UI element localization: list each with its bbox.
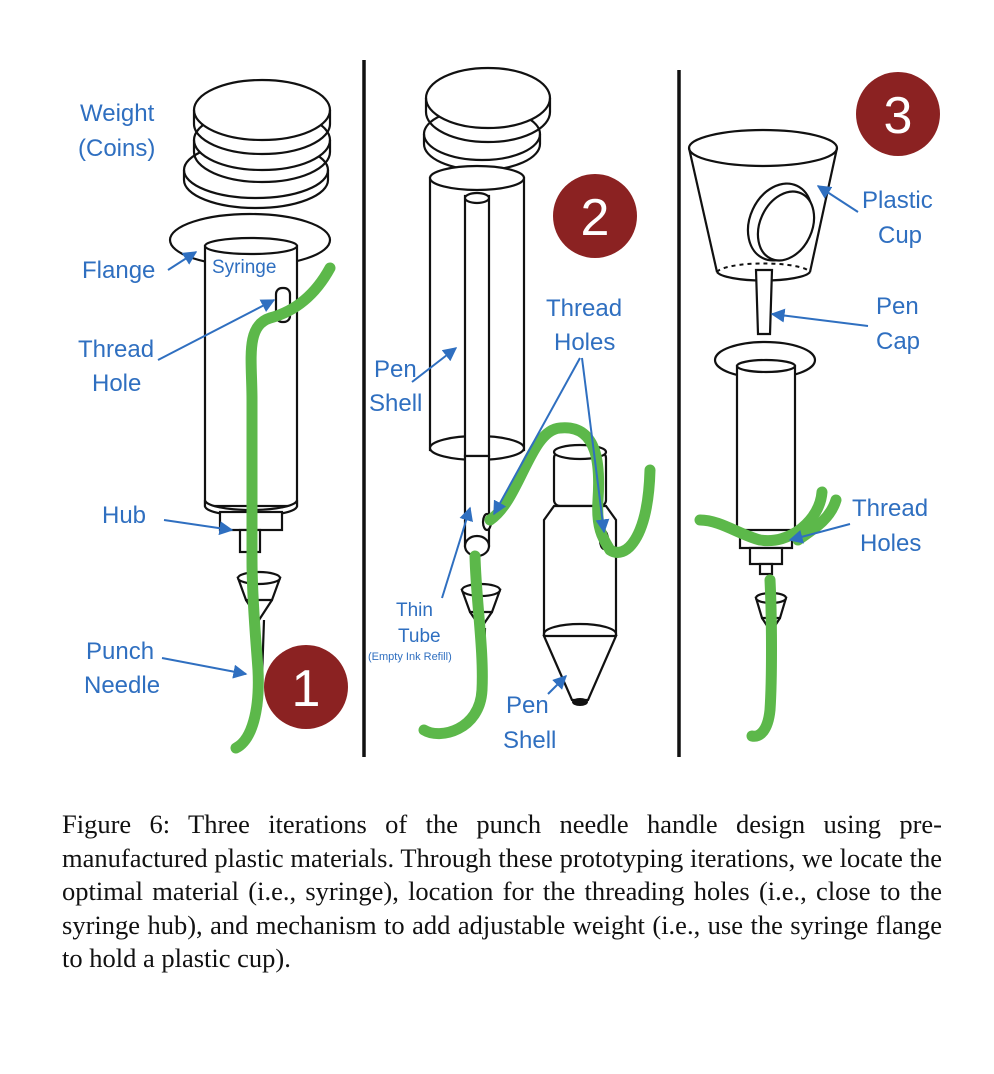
badge-number-1: 1 (292, 660, 321, 718)
thread-line (230, 262, 336, 754)
iteration-badge-1 (264, 645, 348, 729)
label-punch-needle-line2: Needle (84, 672, 160, 699)
figure-illustration: Weight (Coins) Flange Syringe Thread Hol… (78, 60, 940, 757)
panel-1: Weight (Coins) Flange Syringe Thread Hol… (78, 78, 348, 754)
label-thread-hole-line1: Thread (78, 336, 154, 363)
pen-shell-top-drawing (428, 164, 526, 462)
label-flange: Flange (82, 257, 155, 284)
label-pen-cap-line1: Pen (876, 293, 919, 320)
label-thin-tube-note: (Empty Ink Refill) (368, 651, 452, 663)
label-weight-line1: Weight (80, 100, 155, 127)
weight-coins-drawing (182, 78, 332, 210)
thread-line (418, 550, 488, 740)
panel-2: Pen Shell Thread Holes Thin Tube (Empty … (368, 66, 656, 754)
badge-number-3: 3 (884, 87, 913, 145)
thread-line (746, 574, 777, 742)
iteration-badge-3 (856, 72, 940, 156)
label-thread-hole-line2: Hole (92, 370, 141, 397)
weight-coins-drawing (422, 66, 552, 172)
label-pen-shell-top-line1: Pen (374, 356, 417, 383)
pen-shell-bottom-drawing (542, 443, 618, 706)
plastic-cup-drawing (687, 128, 839, 282)
label-thread-holes-line2: Holes (860, 530, 921, 557)
label-thread-holes-line1: Thread (546, 295, 622, 322)
label-syringe: Syringe (212, 257, 276, 278)
thread-line (694, 486, 828, 547)
label-thin-tube-line2: Tube (398, 626, 441, 647)
pen-cap-drawing (754, 268, 774, 336)
label-weight-line2: (Coins) (78, 135, 155, 162)
label-plastic-cup-line1: Plastic (862, 187, 933, 214)
label-pen-shell-bottom-line2: Shell (503, 727, 556, 754)
thin-tube-drawing (463, 454, 493, 558)
label-punch-needle-line1: Punch (86, 638, 154, 665)
label-pen-shell-bottom-line1: Pen (506, 692, 549, 719)
panel-3: Plastic Cup Pen Cap Thread Holes 3 (687, 72, 940, 742)
iteration-badge-2 (553, 174, 637, 258)
label-pen-shell-top-line2: Shell (369, 390, 422, 417)
label-thread-holes-line2: Holes (554, 329, 615, 356)
label-thread-holes-line1: Thread (852, 495, 928, 522)
figure-caption: Figure 6: Three iterations of the punch … (62, 809, 942, 973)
label-hub: Hub (102, 502, 146, 529)
badge-number-2: 2 (581, 189, 610, 247)
label-plastic-cup-line2: Cup (878, 222, 922, 249)
label-thin-tube-line1: Thin (396, 600, 433, 621)
label-pen-cap-line2: Cap (876, 328, 920, 355)
